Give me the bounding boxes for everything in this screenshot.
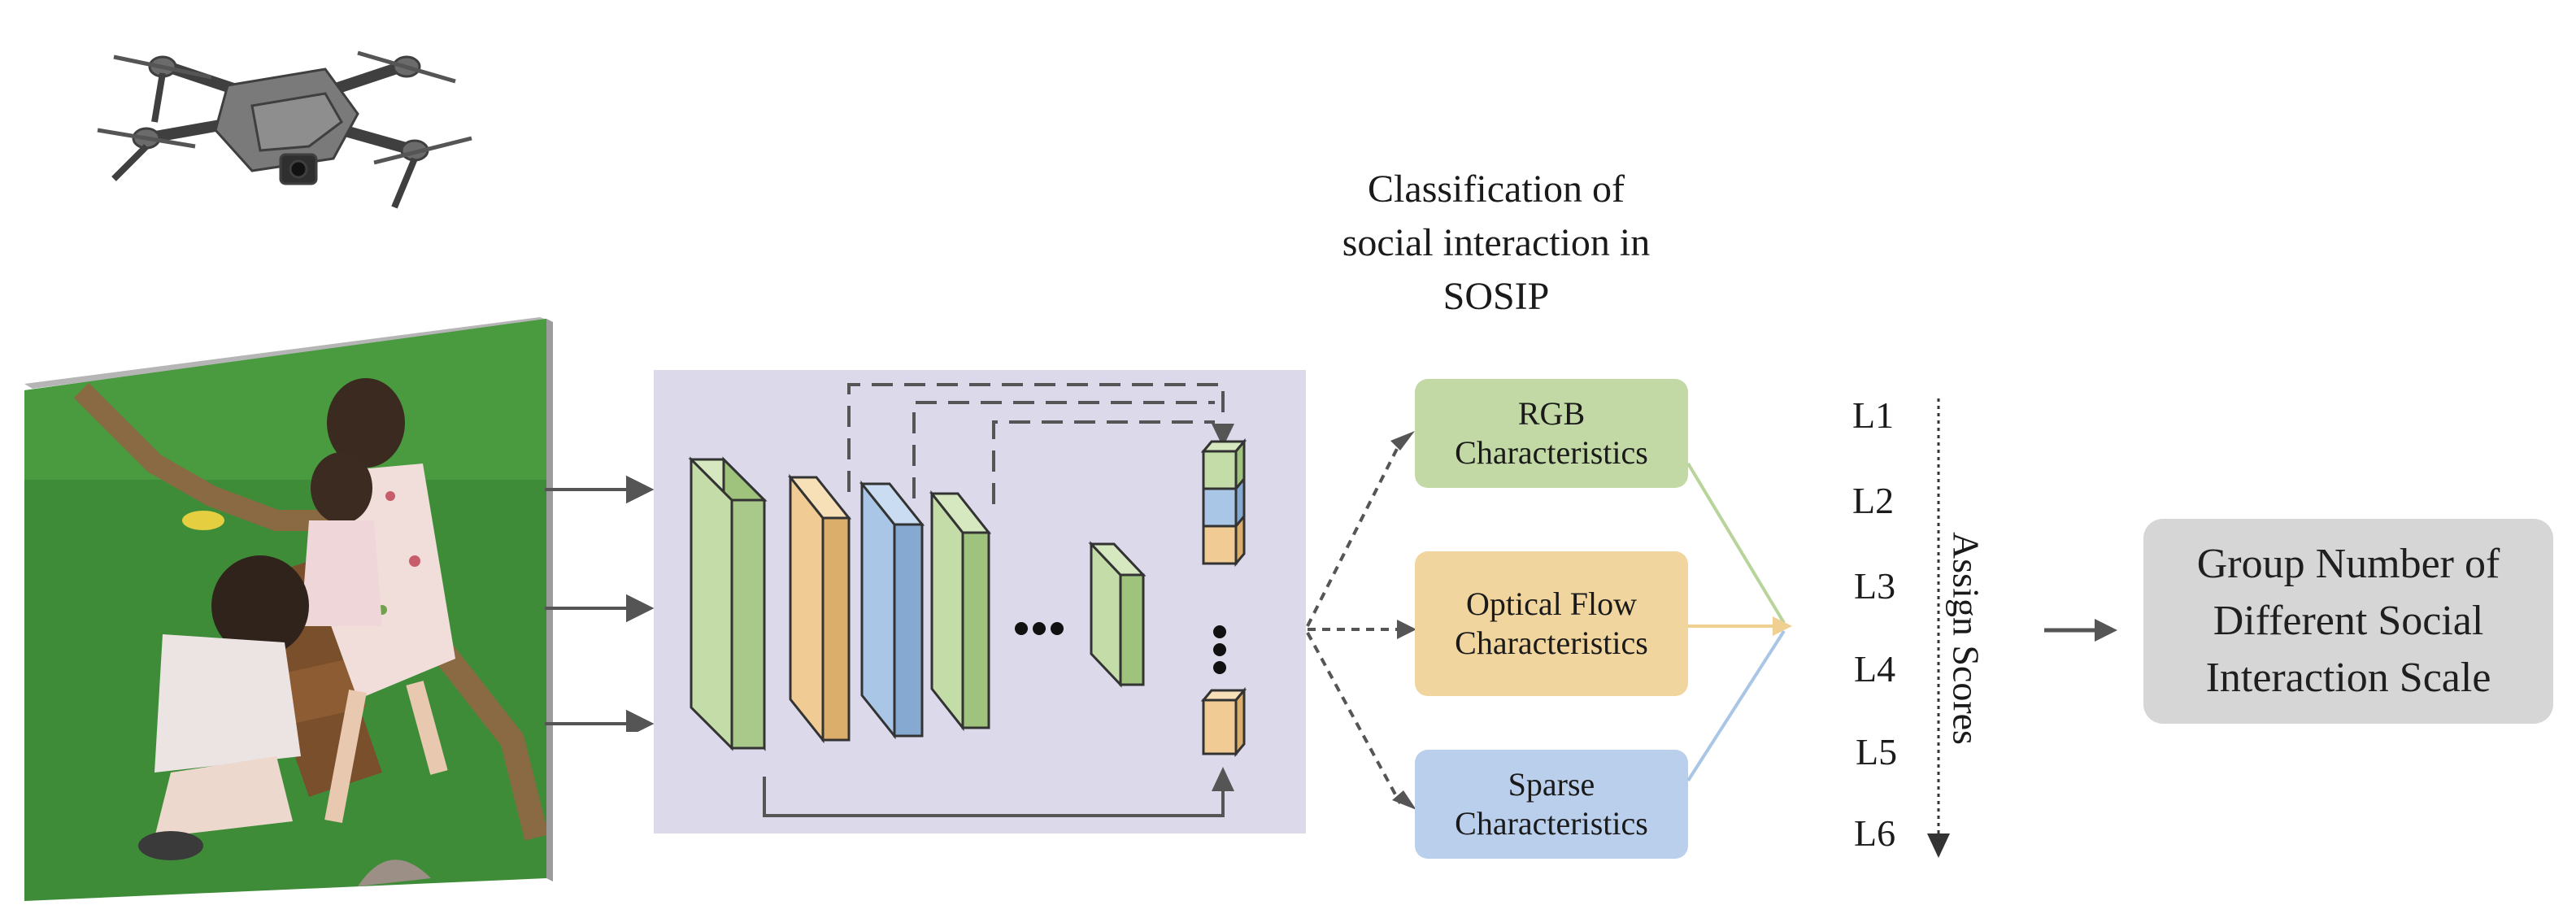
result-line-3: Interaction Scale	[2205, 655, 2491, 701]
result-line-1: Group Number of	[2196, 541, 2500, 587]
optical-flow-label-line-1: Optical Flow	[1466, 585, 1637, 622]
sparse-characteristics-box: Sparse Characteristics	[1415, 750, 1688, 859]
score-axis-arrow	[1927, 398, 1950, 858]
level-l1: L1	[1852, 394, 1895, 436]
rgb-label-line-1: RGB	[1517, 395, 1586, 432]
sparse-label-line-1: Sparse	[1508, 766, 1595, 803]
classification-title: Classification of social interaction in …	[1285, 163, 1708, 324]
rgb-label-line-2: Characteristics	[1455, 434, 1648, 471]
optical-flow-label-line-2: Characteristics	[1455, 625, 1648, 661]
cnn-architecture	[688, 383, 1247, 817]
sparse-label-line-2: Characteristics	[1455, 805, 1648, 842]
feature-arrows	[1306, 431, 1416, 810]
title-line-3: SOSIP	[1442, 275, 1550, 318]
result-arrow	[2044, 619, 2117, 642]
level-l2: L2	[1852, 480, 1895, 521]
input-arrows	[545, 475, 655, 732]
title-line-2: social interaction in	[1342, 221, 1651, 264]
optical-flow-characteristics-box: Optical Flow Characteristics	[1415, 551, 1688, 696]
score-converge-lines	[1686, 462, 1792, 782]
drone-icon	[97, 50, 472, 209]
vertical-dots	[1213, 625, 1226, 674]
assign-scores-label: Assign Scores	[1945, 532, 1987, 745]
level-l5: L5	[1856, 731, 1898, 773]
children-photo	[24, 317, 553, 901]
group-number-result-box: Group Number of Different Social Interac…	[2143, 519, 2553, 724]
level-l3: L3	[1854, 565, 1896, 607]
title-line-1: Classification of	[1368, 168, 1625, 211]
result-line-2: Different Social	[2213, 598, 2484, 644]
rgb-characteristics-box: RGB Characteristics	[1415, 379, 1688, 488]
level-l6: L6	[1854, 812, 1896, 854]
level-l4: L4	[1854, 648, 1896, 690]
ellipsis-dots	[1015, 622, 1064, 635]
